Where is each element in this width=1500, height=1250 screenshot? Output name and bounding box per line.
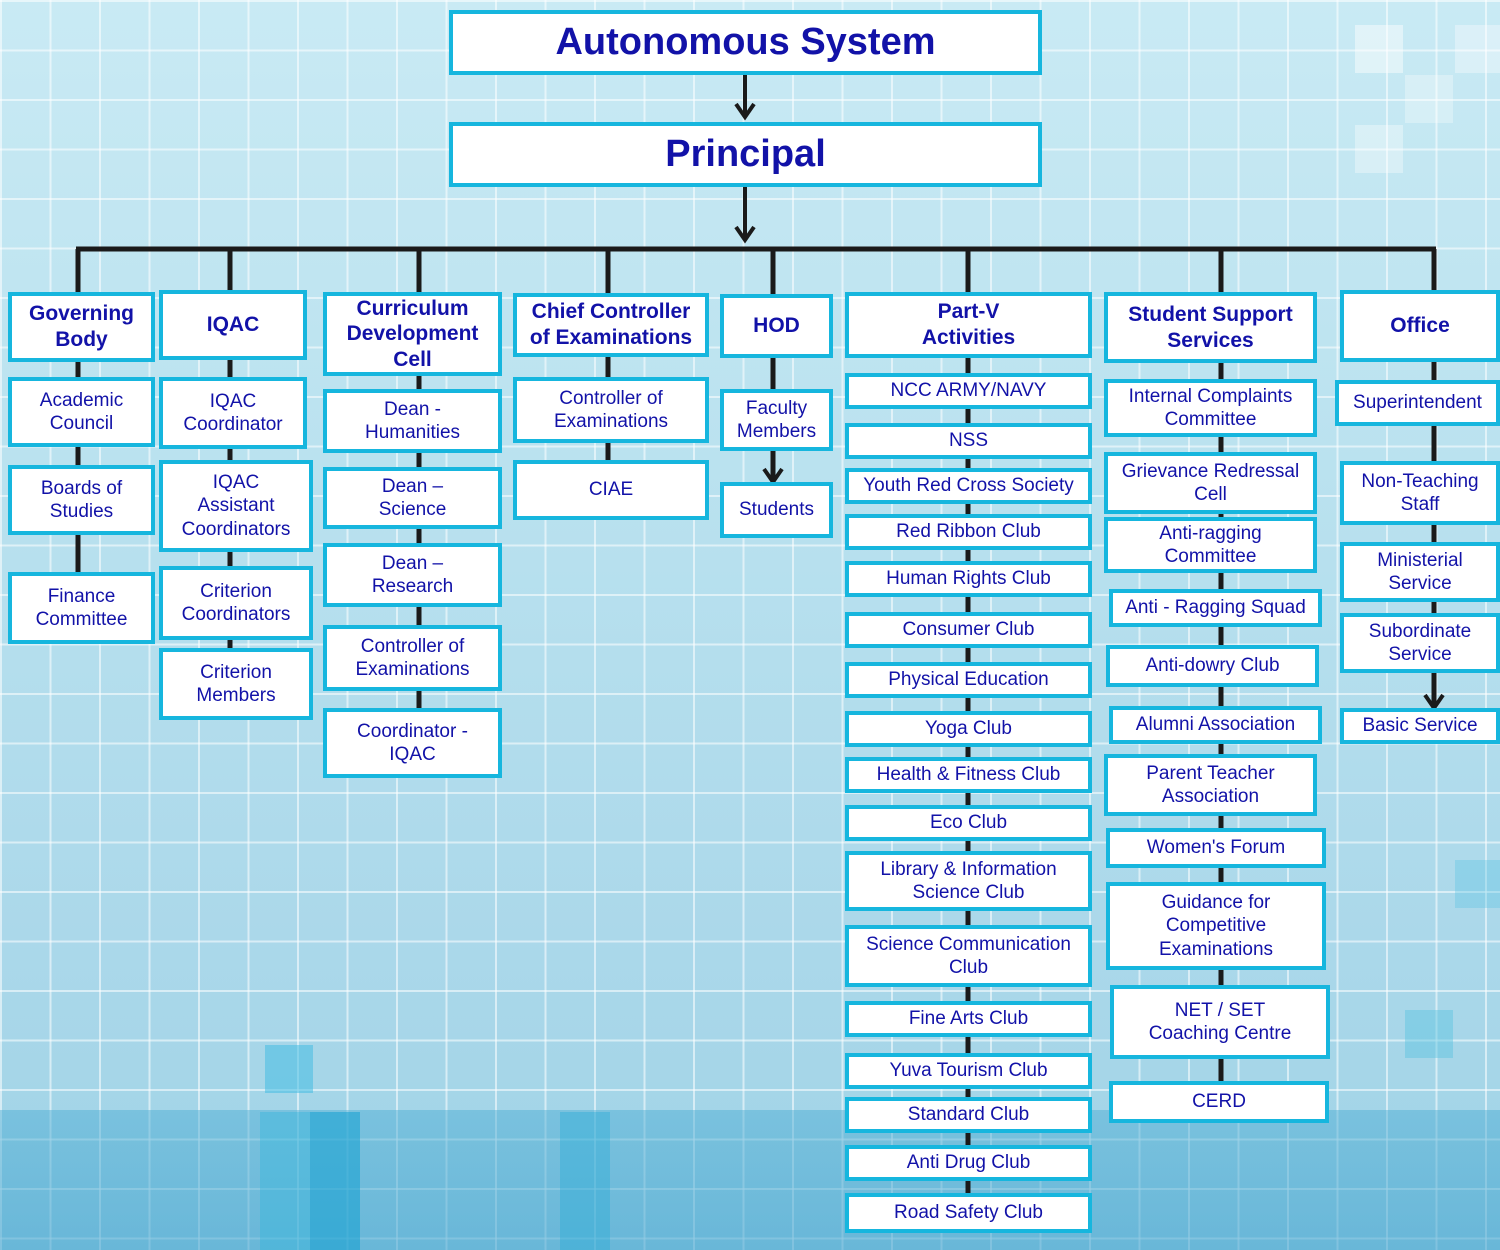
column-5-item: Standard Club bbox=[845, 1097, 1092, 1133]
column-6-item: Internal Complaints Committee bbox=[1104, 379, 1317, 437]
column-1-item: Criterion Members bbox=[159, 648, 313, 720]
column-5-item: Yoga Club bbox=[845, 711, 1092, 747]
column-7-item: Superintendent bbox=[1335, 380, 1500, 426]
background-tile bbox=[265, 1045, 313, 1093]
column-5-item: Anti Drug Club bbox=[845, 1145, 1092, 1181]
column-2-item: Controller of Examinations bbox=[323, 625, 502, 691]
background-tile bbox=[260, 1112, 310, 1250]
column-header-5: Part-V Activities bbox=[845, 292, 1092, 358]
column-5-item: Physical Education bbox=[845, 662, 1092, 698]
column-5-item: Library & Information Science Club bbox=[845, 851, 1092, 911]
column-5-item: NSS bbox=[845, 423, 1092, 459]
column-6-item: Alumni Association bbox=[1109, 706, 1322, 744]
column-header-0: Governing Body bbox=[8, 292, 155, 362]
background-tile bbox=[1455, 25, 1500, 73]
background-tile bbox=[560, 1112, 610, 1250]
column-6-item: Anti-ragging Committee bbox=[1104, 517, 1317, 573]
column-7-item: Ministerial Service bbox=[1340, 542, 1500, 602]
column-5-item: Red Ribbon Club bbox=[845, 514, 1092, 550]
column-5-item: Yuva Tourism Club bbox=[845, 1053, 1092, 1089]
column-5-item: Road Safety Club bbox=[845, 1193, 1092, 1233]
column-7-item: Basic Service bbox=[1340, 708, 1500, 744]
column-6-item: Parent Teacher Association bbox=[1104, 754, 1317, 816]
background-band bbox=[0, 1110, 1500, 1250]
column-header-7: Office bbox=[1340, 290, 1500, 362]
autonomous-system-box: Autonomous System bbox=[449, 10, 1042, 75]
column-2-item: Dean – Science bbox=[323, 467, 502, 529]
column-header-3: Chief Controller of Examinations bbox=[513, 293, 709, 357]
column-5-item: Human Rights Club bbox=[845, 561, 1092, 597]
column-5-item: Eco Club bbox=[845, 805, 1092, 841]
column-6-item: CERD bbox=[1109, 1081, 1329, 1123]
column-7-item: Non-Teaching Staff bbox=[1340, 461, 1500, 525]
column-1-item: IQAC Coordinator bbox=[159, 377, 307, 449]
column-6-item: Women's Forum bbox=[1106, 828, 1326, 868]
column-0-item: Boards of Studies bbox=[8, 465, 155, 535]
column-5-item: Science Communication Club bbox=[845, 925, 1092, 987]
background-tile bbox=[310, 1112, 360, 1250]
column-header-1: IQAC bbox=[159, 290, 307, 360]
column-4-item: Faculty Members bbox=[720, 389, 833, 451]
column-6-item: NET / SET Coaching Centre bbox=[1110, 985, 1330, 1059]
column-5-item: NCC ARMY/NAVY bbox=[845, 373, 1092, 409]
background-tile bbox=[1355, 25, 1403, 73]
column-1-item: IQAC Assistant Coordinators bbox=[159, 460, 313, 552]
column-1-item: Criterion Coordinators bbox=[159, 566, 313, 640]
column-header-2: Curriculum Development Cell bbox=[323, 292, 502, 376]
column-2-item: Dean – Research bbox=[323, 543, 502, 607]
background-tile bbox=[1405, 1010, 1453, 1058]
column-2-item: Coordinator - IQAC bbox=[323, 708, 502, 778]
column-5-item: Youth Red Cross Society bbox=[845, 468, 1092, 504]
column-0-item: Finance Committee bbox=[8, 572, 155, 644]
column-4-item: Students bbox=[720, 482, 833, 538]
principal-box: Principal bbox=[449, 122, 1042, 187]
column-6-item: Grievance Redressal Cell bbox=[1104, 452, 1317, 514]
column-5-item: Health & Fitness Club bbox=[845, 757, 1092, 793]
column-6-item: Anti - Ragging Squad bbox=[1109, 589, 1322, 627]
column-5-item: Consumer Club bbox=[845, 612, 1092, 648]
arrow-head bbox=[734, 102, 756, 121]
background-tile bbox=[1355, 125, 1403, 173]
column-header-4: HOD bbox=[720, 294, 833, 358]
column-header-6: Student Support Services bbox=[1104, 292, 1317, 363]
column-6-item: Guidance for Competitive Examinations bbox=[1106, 882, 1326, 970]
column-5-item: Fine Arts Club bbox=[845, 1001, 1092, 1037]
background-tile bbox=[1405, 75, 1453, 123]
background-tile bbox=[1455, 860, 1500, 908]
column-3-item: Controller of Examinations bbox=[513, 377, 709, 443]
column-3-item: CIAE bbox=[513, 460, 709, 520]
column-7-item: Subordinate Service bbox=[1340, 613, 1500, 673]
column-6-item: Anti-dowry Club bbox=[1106, 645, 1319, 687]
arrow-head bbox=[734, 225, 756, 244]
column-0-item: Academic Council bbox=[8, 377, 155, 447]
column-2-item: Dean - Humanities bbox=[323, 389, 502, 453]
